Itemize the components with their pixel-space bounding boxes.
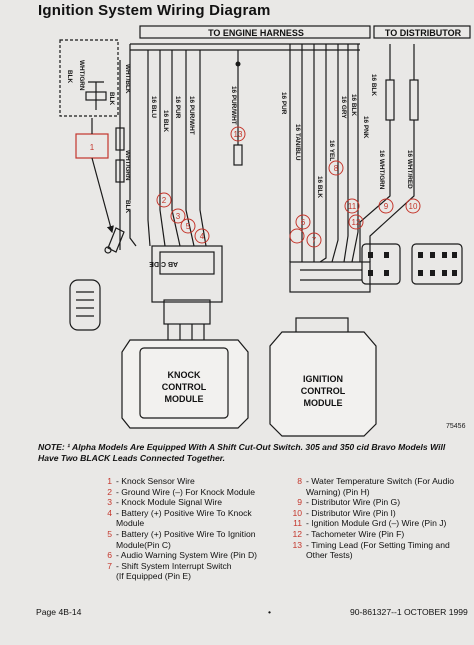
callout-13: 13 bbox=[234, 130, 243, 139]
footer-docnum: 90-861327--1 OCTOBER 1999 bbox=[350, 607, 468, 617]
legend-item: 1- Knock Sensor Wire bbox=[107, 476, 195, 486]
knock-connector bbox=[151, 245, 223, 303]
label-blk-box2: BLK bbox=[108, 92, 115, 106]
label-blk16: 16 BLK bbox=[162, 110, 169, 132]
ignition-module-label-2: CONTROL bbox=[301, 386, 346, 396]
label-whtblk: WHT/BLK bbox=[124, 64, 131, 94]
distributor-header: TO DISTRIBUTOR bbox=[384, 28, 462, 38]
distributor-plug-a bbox=[361, 243, 401, 285]
knock-module-label-1: KNOCK bbox=[168, 370, 201, 380]
knock-sensor bbox=[107, 227, 125, 253]
label-purwht16a: 16 PUR/WHT bbox=[188, 96, 195, 135]
wiring-diagram: 1 2 3 4 5 6 7 8 9 10 11 12 13 BLK WHT/GR… bbox=[59, 25, 471, 437]
legend-item: 12- Tachometer Wire (Pin F) bbox=[292, 528, 405, 539]
legend-item: 11- Ignition Module Grd (–) Wire (Pin J) bbox=[293, 518, 447, 529]
callout-1: 1 bbox=[90, 143, 95, 152]
label-pur16: 16 PUR bbox=[174, 96, 181, 119]
distributor-plug-b bbox=[411, 243, 463, 285]
knock-module-label-3: MODULE bbox=[165, 394, 204, 404]
legend-item: 6- Audio Warning System Wire (Pin D) bbox=[107, 550, 258, 561]
side-plug bbox=[69, 279, 101, 331]
label-purwht16b: 16 PUR/WHT bbox=[230, 86, 237, 125]
callout-2: 2 bbox=[162, 196, 167, 205]
callout-3: 3 bbox=[176, 212, 181, 221]
label-pnk16: 16 PNK bbox=[362, 116, 369, 139]
engine-harness-header: TO ENGINE HARNESS bbox=[208, 28, 304, 38]
shift-switch-box bbox=[59, 39, 119, 117]
label-pur16r: 16 PUR bbox=[280, 92, 287, 115]
legend-item: 13- Timing Lead (For Setting Timing and … bbox=[292, 539, 450, 561]
label-blk-box: BLK bbox=[66, 70, 73, 84]
engine-harness-box bbox=[139, 25, 371, 39]
label-whtgrn16: 16 WHT/GRN bbox=[378, 150, 385, 190]
legend-item: 9- Distributor Wire (Pin G) bbox=[297, 497, 401, 508]
legend-item: 3- Knock Module Signal Wire bbox=[107, 497, 223, 508]
legend-left: 1- Knock Sensor Wire 2- Ground Wire (–) … bbox=[96, 476, 296, 582]
note-text: NOTE: ¹ Alpha Models Are Equipped With A… bbox=[38, 442, 446, 463]
label-whtred16: 16 WHT/RED bbox=[406, 150, 413, 189]
label-blk-left: BLK bbox=[124, 200, 131, 214]
callout-10: 10 bbox=[409, 202, 418, 211]
footer-dot: • bbox=[268, 607, 272, 617]
legend-right: 8- Water Temperature Switch (For Audio W… bbox=[286, 476, 466, 561]
callout-4: 4 bbox=[200, 232, 205, 241]
wire-distributor-i bbox=[369, 44, 415, 262]
callout-5: 5 bbox=[186, 222, 191, 231]
ignition-module-label-3: MODULE bbox=[304, 398, 343, 408]
label-yel16: 16 YEL bbox=[328, 140, 335, 161]
label-blu16: 16 BLU bbox=[150, 96, 157, 118]
footer-page: Page 4B-14 bbox=[36, 607, 82, 617]
legend-item: 8- Water Temperature Switch (For Audio W… bbox=[297, 476, 455, 497]
ignition-module-label-1: IGNITION bbox=[303, 374, 343, 384]
callout-7: 7 bbox=[312, 236, 317, 245]
callout-8: 8 bbox=[334, 164, 339, 173]
distributor-box bbox=[373, 25, 471, 39]
knock-module-label-2: CONTROL bbox=[162, 382, 207, 392]
knock-control-module bbox=[121, 339, 249, 429]
legend-item: 4- Battery (+) Positive Wire To Knock Mo… bbox=[107, 507, 252, 529]
label-gry16: 16 GRY bbox=[340, 96, 347, 119]
ignition-connector bbox=[289, 261, 371, 293]
legend-item: 2- Ground Wire (–) For Knock Module bbox=[107, 486, 255, 497]
wire-knock-sensor bbox=[129, 44, 137, 247]
label-blk16d: 16 BLK bbox=[370, 74, 377, 96]
label-whtgrn-left: WHT/GRN bbox=[124, 150, 131, 181]
label-connector-letters: AB C DE bbox=[149, 260, 178, 267]
callout-9: 9 bbox=[384, 202, 389, 211]
legend-item: 7- Shift System Interrupt Switch (If Equ… bbox=[107, 560, 232, 582]
callout-12: 12 bbox=[352, 218, 361, 227]
figure-number: 75456 bbox=[446, 423, 466, 430]
callout-6: 6 bbox=[301, 218, 306, 227]
wire-distributor-g bbox=[359, 44, 391, 262]
callout-11: 11 bbox=[348, 202, 357, 211]
ignition-control-module bbox=[269, 331, 377, 437]
page-title: Ignition System Wiring Diagram bbox=[38, 2, 271, 19]
legend-item: 10- Distributor Wire (Pin I) bbox=[292, 507, 396, 518]
legend-item: 5- Battery (+) Positive Wire To Ignition… bbox=[107, 528, 256, 550]
label-tanblu16: 16 TAN/BLU bbox=[294, 124, 301, 161]
label-blk16r2: 16 BLK bbox=[350, 94, 357, 116]
label-blk16r: 16 BLK bbox=[316, 176, 323, 198]
label-whtgrn-box: WHT/GRN bbox=[78, 60, 85, 91]
